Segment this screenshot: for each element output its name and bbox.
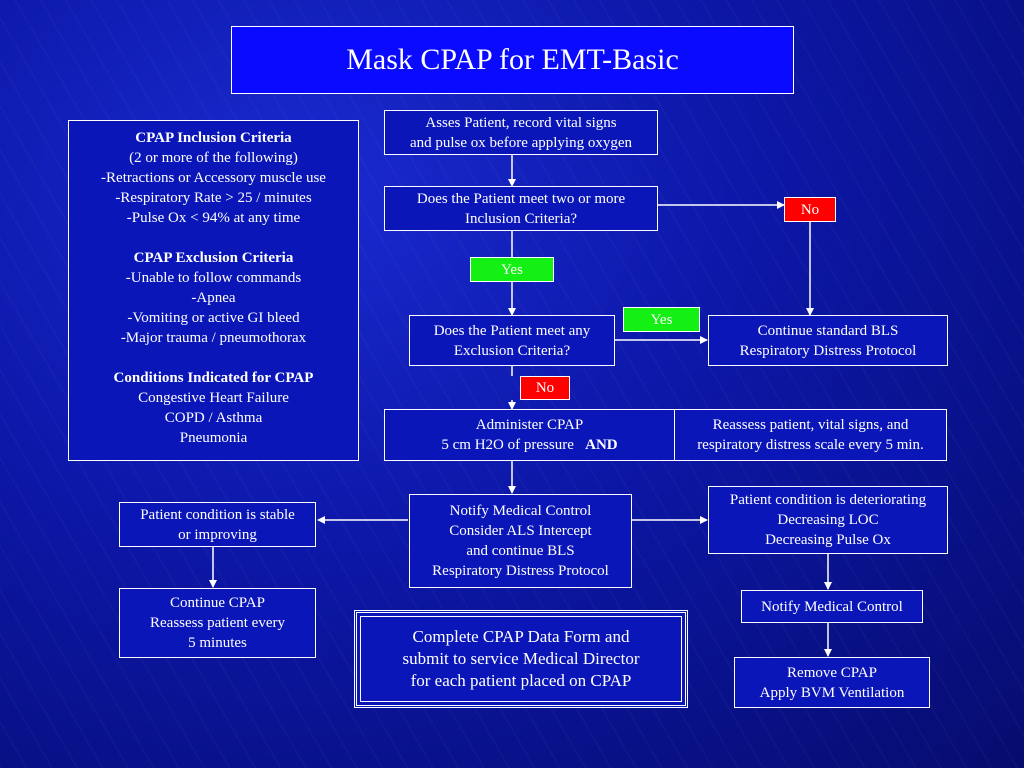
inclusion-question-line: Inclusion Criteria? (464, 210, 578, 227)
conditions-line: Pneumonia (179, 430, 248, 446)
inclusion-line: -Respiratory Rate > 25 / minutes (115, 190, 312, 206)
yes-badge-inclusion: Yes (470, 257, 554, 282)
continue-cpap-line: Continue CPAP (170, 595, 265, 611)
no-badge-exclusion: No (520, 376, 570, 400)
notify-line: and continue BLS (466, 543, 575, 559)
inclusion-line: (2 or more of the following) (129, 150, 298, 166)
final-line: submit to service Medical Director (402, 649, 640, 668)
inclusion-header: CPAP Inclusion Criteria (135, 130, 292, 146)
data-form-note-box: Complete CPAP Data Form and submit to se… (354, 610, 688, 708)
deteriorating-line: Decreasing LOC (777, 512, 879, 528)
exclusion-line: -Apnea (191, 290, 236, 306)
inclusion-question-line: Does the Patient meet two or more (416, 190, 626, 207)
assess-line: and pulse ox before applying oxygen (409, 134, 633, 151)
final-line: for each patient placed on CPAP (410, 671, 632, 690)
reassess-line: Reassess patient, vital signs, and (712, 417, 909, 433)
page-title: Mask CPAP for EMT-Basic (231, 26, 794, 94)
reassess-line: respiratory distress scale every 5 min. (697, 437, 924, 453)
criteria-panel: CPAP Inclusion Criteria (2 or more of th… (68, 120, 359, 461)
conditions-header: Conditions Indicated for CPAP (113, 370, 314, 386)
conditions-line: COPD / Asthma (164, 410, 263, 426)
no-badge-inclusion: No (784, 197, 836, 222)
notify-line: Respiratory Distress Protocol (432, 563, 609, 579)
administer-cpap-box: Administer CPAP 5 cm H2O of pressure AND (384, 409, 675, 461)
deteriorating-box: Patient condition is deteriorating Decre… (708, 486, 948, 554)
page-title-text: Mask CPAP for EMT-Basic (346, 43, 679, 76)
exclusion-question-line: Exclusion Criteria? (453, 342, 571, 359)
exclusion-line: -Major trauma / pneumothorax (120, 330, 307, 346)
inclusion-line: -Retractions or Accessory muscle use (101, 170, 326, 186)
exclusion-question-box: Does the Patient meet any Exclusion Crit… (409, 315, 615, 366)
inclusion-question-box: Does the Patient meet two or more Inclus… (384, 186, 658, 231)
and-text: AND (585, 437, 618, 453)
continue-cpap-line: Reassess patient every (150, 615, 285, 631)
exclusion-line: -Vomiting or active GI bleed (127, 310, 300, 326)
continue-cpap-line: 5 minutes (188, 635, 247, 651)
exclusion-question-line: Does the Patient meet any (433, 322, 591, 339)
final-line: Complete CPAP Data Form and (412, 627, 630, 646)
deteriorating-line: Decreasing Pulse Ox (765, 532, 891, 548)
stable-line: Patient condition is stable (140, 506, 295, 523)
exclusion-header: CPAP Exclusion Criteria (133, 250, 294, 266)
administer-line: Administer CPAP (475, 417, 584, 433)
stable-line: or improving (178, 526, 257, 543)
deteriorating-line: Patient condition is deteriorating (729, 492, 927, 508)
assess-line: Asses Patient, record vital signs (425, 114, 617, 131)
assess-patient-box: Asses Patient, record vital signs and pu… (384, 110, 658, 155)
continue-cpap-box: Continue CPAP Reassess patient every 5 m… (119, 588, 316, 658)
continue-bls-line: Continue standard BLS (757, 322, 899, 339)
notify-2-line: Notify Medical Control (761, 598, 903, 615)
inclusion-line: -Pulse Ox < 94% at any time (126, 210, 301, 226)
administer-pressure-text: 5 cm H2O of pressure (441, 437, 574, 453)
notify-line: Notify Medical Control (449, 503, 592, 519)
reassess-box: Reassess patient, vital signs, and respi… (674, 409, 947, 461)
notify-medical-control-2-box: Notify Medical Control (741, 590, 923, 623)
remove-cpap-box: Remove CPAP Apply BVM Ventilation (734, 657, 930, 708)
conditions-line: Congestive Heart Failure (138, 390, 289, 406)
notify-line: Consider ALS Intercept (449, 523, 592, 539)
notify-medical-control-box: Notify Medical Control Consider ALS Inte… (409, 494, 632, 588)
remove-cpap-line: Apply BVM Ventilation (759, 684, 905, 701)
stable-box: Patient condition is stable or improving (119, 502, 316, 547)
continue-bls-box: Continue standard BLS Respiratory Distre… (708, 315, 948, 366)
exclusion-line: -Unable to follow commands (125, 270, 302, 286)
yes-badge-exclusion: Yes (623, 307, 700, 332)
continue-bls-line: Respiratory Distress Protocol (739, 342, 917, 359)
remove-cpap-line: Remove CPAP (787, 664, 877, 681)
administer-line-2: 5 cm H2O of pressure AND (441, 435, 617, 455)
